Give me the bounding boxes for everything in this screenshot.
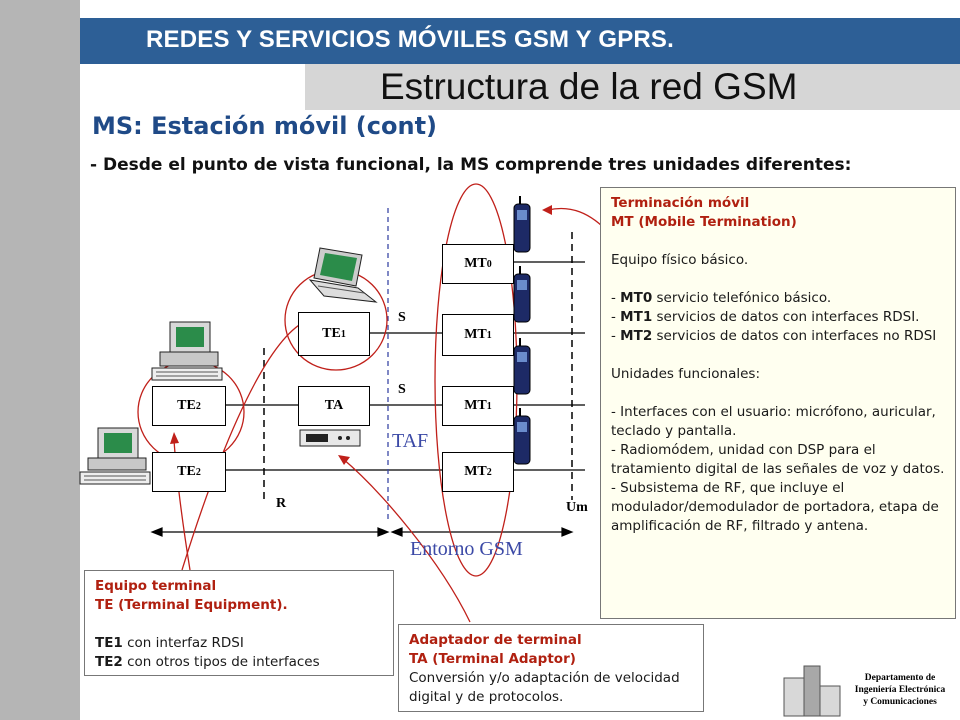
gsm-environment-label: Entorno GSM — [410, 538, 523, 560]
mt-note-head2: MT (Mobile Termination) — [611, 214, 797, 230]
header-bar — [80, 18, 960, 64]
mt-note-mt1: - MT1 servicios de datos con interfaces … — [611, 309, 920, 325]
intro-text: - Desde el punto de vista funcional, la … — [90, 155, 852, 175]
mobile-phone-icon — [513, 266, 531, 323]
terminal-adaptor-icon — [299, 429, 361, 447]
ta-note-line1: Conversión y/o adaptación de velocidad d… — [409, 670, 680, 705]
te-note-te1: TE1 con interfaz RDSI — [95, 635, 244, 651]
mt-note-line1: Equipo físico básico. — [611, 252, 749, 268]
desktop-computer-icon — [79, 427, 151, 485]
ta-box: TA — [298, 386, 370, 426]
section-title: MS: Estación móvil (cont) — [92, 112, 438, 140]
ta-note: Adaptador de terminal TA (Terminal Adapt… — [398, 624, 704, 712]
left-strip — [0, 0, 80, 720]
mt-note-unit3: - Subsistema de RF, que incluye el modul… — [611, 480, 939, 534]
mt-note-unit2: - Radiomódem, unidad con DSP para el tra… — [611, 442, 945, 477]
taf-label: TAF — [392, 430, 429, 452]
mobile-phone-icon — [513, 338, 531, 395]
te-note-te2: TE2 con otros tipos de interfaces — [95, 654, 320, 670]
um-label: Um — [566, 500, 588, 515]
s-lower-label: S — [398, 382, 406, 397]
title-bar — [305, 64, 960, 110]
mobile-phone-icon — [513, 408, 531, 465]
mt-note-mt0: - MT0 servicio telefónico básico. — [611, 290, 832, 306]
laptop-icon — [308, 247, 378, 303]
r-label: R — [276, 496, 287, 511]
s-upper-label: S — [398, 310, 406, 325]
department-name: Departamento de Ingeniería Electrónica y… — [854, 673, 946, 707]
course-title: REDES Y SERVICIOS MÓVILES GSM Y GPRS. — [146, 26, 675, 53]
desktop-computer-icon — [151, 321, 223, 381]
mt-note-mt2: - MT2 servicios de datos con interfaces … — [611, 328, 937, 344]
te-note-head2: TE (Terminal Equipment). — [95, 597, 288, 613]
ta-note-head1: Adaptador de terminal — [409, 632, 582, 648]
mobile-phone-icon — [513, 196, 531, 253]
mt-note-unit1: - Interfaces con el usuario: micrófono, … — [611, 404, 936, 439]
ta-note-head2: TA (Terminal Adaptor) — [409, 651, 576, 667]
te-note: Equipo terminal TE (Terminal Equipment).… — [84, 570, 394, 676]
slide-title: Estructura de la red GSM — [380, 66, 798, 107]
department-logo-icon — [783, 665, 841, 717]
mt-note-head1: Terminación móvil — [611, 195, 750, 211]
te-note-head1: Equipo terminal — [95, 578, 217, 594]
mt-note: Terminación móvil MT (Mobile Termination… — [600, 187, 956, 619]
mt-note-units-title: Unidades funcionales: — [611, 366, 760, 382]
